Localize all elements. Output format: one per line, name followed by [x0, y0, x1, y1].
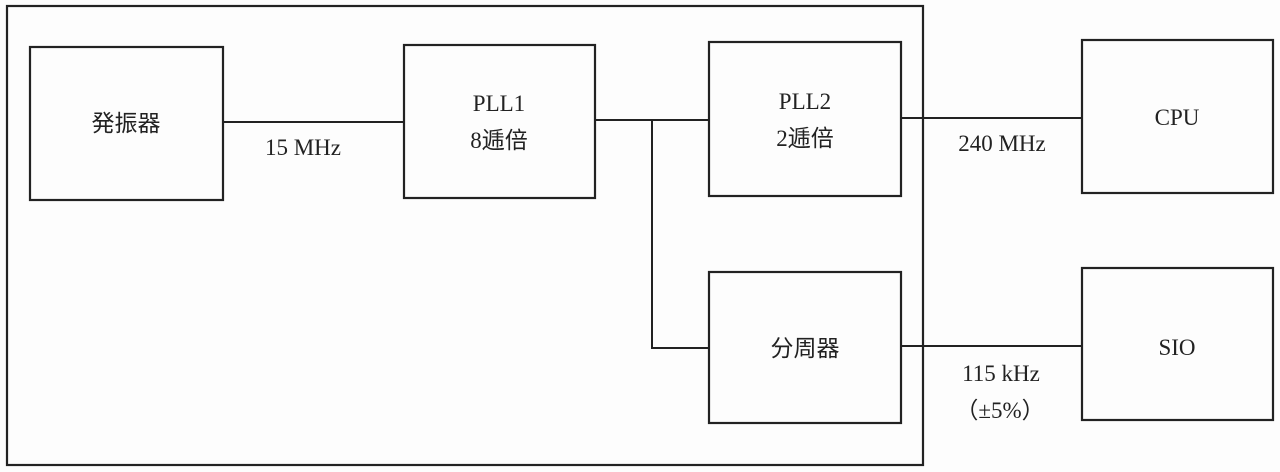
pll1-label: PLL1: [473, 91, 525, 116]
wire-pll1-divider: [651, 120, 709, 349]
pll2-label: PLL2: [779, 89, 831, 114]
pll1-multiplier: 8逓倍: [470, 128, 528, 153]
oscillator-block: [28, 45, 225, 202]
freq-label-115khz: 115 kHz: [962, 361, 1040, 386]
divider-label: 分周器: [771, 336, 840, 361]
freq-tolerance-label: （±5%）: [955, 398, 1044, 423]
freq-label-240mhz: 240 MHz: [958, 131, 1046, 156]
oscillator-label: 発振器: [92, 111, 161, 136]
sio-label: SIO: [1158, 335, 1195, 360]
chip-boundary: [5, 4, 925, 467]
cpu-label: CPU: [1155, 105, 1200, 130]
pll1-block: [402, 43, 597, 200]
sio-block: [1080, 266, 1275, 422]
pll2-block: [707, 40, 903, 198]
freq-label-15mhz: 15 MHz: [265, 135, 341, 160]
pll2-multiplier: 2逓倍: [776, 126, 834, 151]
cpu-block: [1080, 38, 1275, 195]
